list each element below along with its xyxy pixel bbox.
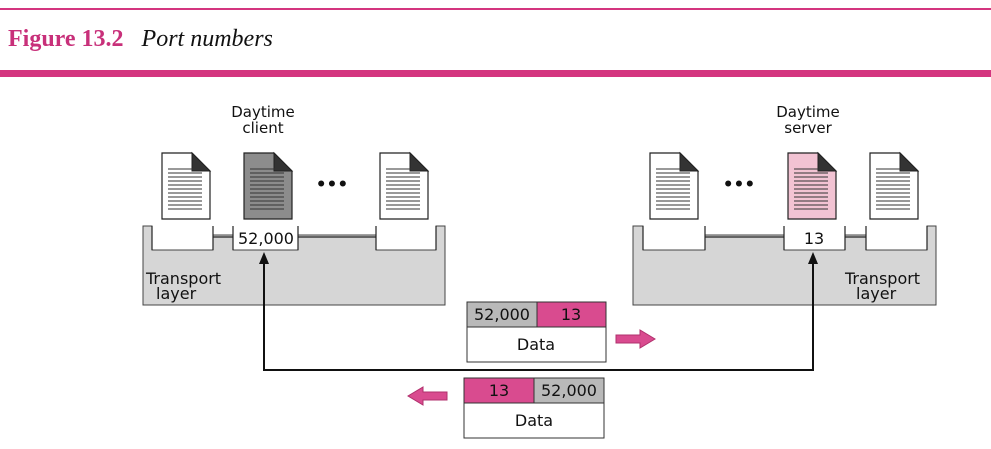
server-app-label-line1: Daytime [776,103,840,121]
client-port-number: 52,000 [238,229,294,248]
request-source-port: 52,000 [474,305,530,324]
response-source-port: 13 [489,381,509,400]
figure-caption: Port numbers [141,26,273,52]
left-arrow-icon [407,386,448,406]
response-packet [463,377,605,439]
server-port-number: 13 [804,229,824,248]
thick-rule [0,70,991,77]
server-transport-layer [632,225,937,306]
client-transport-layer [142,225,446,306]
client-server-connection [259,252,818,371]
top-rule [0,8,991,10]
figure-label: Figure 13.2 [8,26,124,52]
client-document-3-icon [379,151,430,220]
request-packet [466,301,607,363]
figure-title: Figure 13.2 Port numbers [8,26,273,53]
client-ellipsis-icon: ••• [316,175,349,195]
client-layer-label-line1: Transport [145,269,221,288]
client-document-1-icon [161,151,212,220]
server-document-1-icon [649,151,700,220]
server-document-3-icon [869,151,920,220]
request-data-label: Data [517,335,555,354]
server-layer-label-line1: Transport [844,269,920,288]
request-dest-port: 13 [561,305,581,324]
client-app-label-line1: Daytime [231,103,295,121]
daytime-server-document-icon [787,151,838,220]
server-ellipsis-icon: ••• [723,175,756,195]
daytime-client-document-icon [243,151,294,220]
right-arrow-icon [615,329,656,349]
server-layer-label-line2: layer [856,284,897,303]
response-dest-port: 52,000 [541,381,597,400]
response-data-label: Data [515,411,553,430]
client-app-label-line2: client [242,119,283,137]
client-layer-label-line2: layer [156,284,197,303]
server-app-label-line2: server [784,119,832,137]
